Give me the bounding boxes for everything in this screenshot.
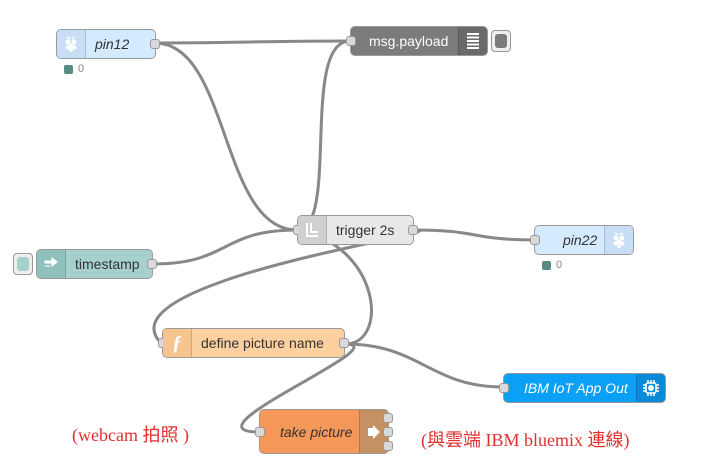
raspberry-pi-icon [57,30,86,58]
node-label: define picture name [201,335,324,351]
output-port-2[interactable] [383,427,393,437]
webcam-annotation: (webcam 拍照 ) [72,425,189,445]
output-port-1[interactable] [383,413,393,423]
wire-trigger-define-picture [152,228,421,346]
wire-trigger-pin22 [413,228,538,242]
node-label: take picture [280,423,353,440]
inject-arrow-icon [37,250,66,278]
pin22-status: 0 [542,259,562,271]
node-label: IBM IoT App Out [524,380,628,396]
status-text: 0 [78,63,85,75]
debug-toggle-button[interactable] [491,30,511,52]
input-port[interactable] [346,36,356,46]
node-label: pin22 [563,232,598,248]
wire-define-picture-take-picture [240,342,356,434]
output-port-3[interactable] [383,441,393,451]
wire-pin12-trigger [154,41,298,232]
pin12-status: 0 [64,63,84,75]
status-dot [64,64,73,74]
ibm-iot-app-out-node[interactable]: IBM IoT App Out [499,373,666,403]
output-port[interactable] [408,225,418,235]
raspberry-pi-icon [604,226,633,254]
wire-timestamp-trigger [152,228,298,266]
debug-list-icon [458,27,487,55]
define-picture-name-node[interactable]: ƒ define picture name [158,328,349,358]
status-text: 0 [556,259,563,271]
pin12-node[interactable]: pin12 [56,29,160,59]
take-picture-node[interactable]: take picture [255,409,393,454]
node-label: trigger 2s [336,222,395,238]
timestamp-node[interactable]: timestamp [36,249,157,279]
wire-define-picture-trigger [296,228,373,346]
status-dot [542,260,551,270]
input-port[interactable] [255,427,265,437]
function-icon: ƒ [163,329,192,357]
node-label: msg.payload [369,33,449,49]
output-port[interactable] [339,338,349,348]
wire-pin12-msg-payload [154,39,351,45]
wire-define-picture-ibm [344,342,504,389]
iot-chip-icon [636,374,665,402]
node-label: pin12 [95,36,130,52]
input-port[interactable] [499,383,509,393]
trigger-node[interactable]: trigger 2s [293,215,418,245]
output-port[interactable] [147,259,157,269]
input-port[interactable] [530,235,540,245]
wire-trigger-msg-payload [296,39,351,232]
bluemix-annotation: (與雲端 IBM bluemix 連線) [421,430,630,450]
output-port[interactable] [150,39,160,49]
pin22-node[interactable]: pin22 [530,225,634,255]
trigger-icon [298,216,327,244]
msg-payload-node[interactable]: msg.payload [346,26,488,56]
inject-button[interactable] [13,253,33,275]
node-label: timestamp [75,256,140,272]
